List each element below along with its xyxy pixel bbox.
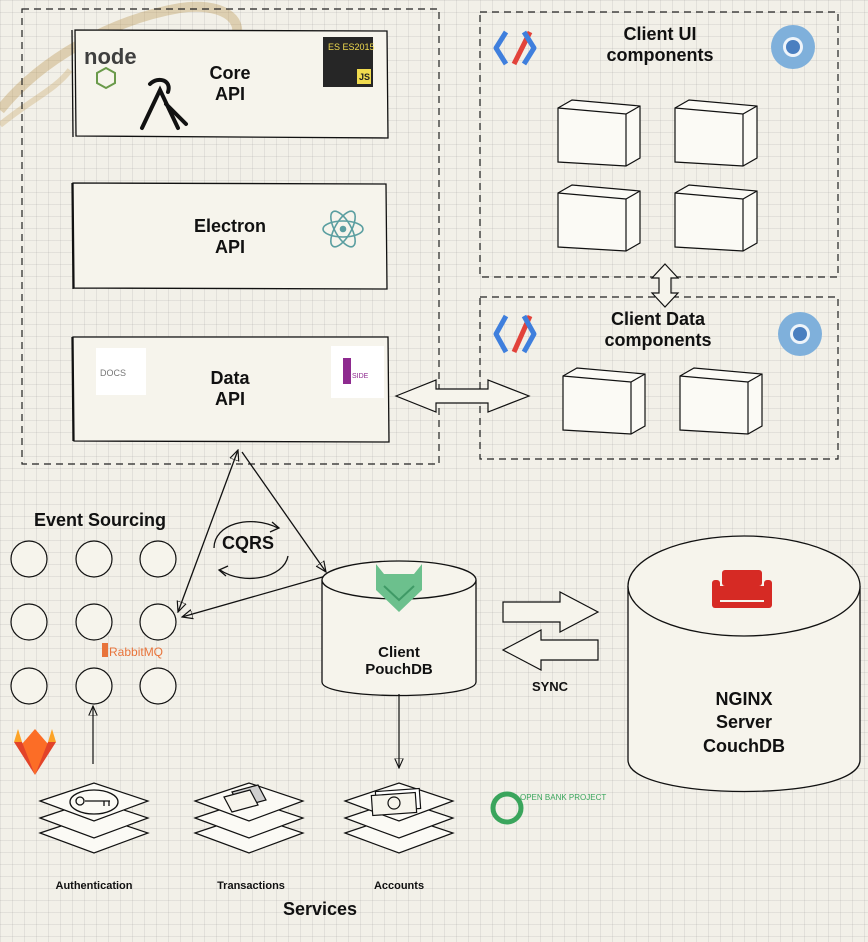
client-ui-label-line2: components bbox=[606, 44, 714, 65]
data-api-double-arrow bbox=[394, 379, 531, 413]
core-api-label: Core API bbox=[185, 63, 275, 104]
couchdb-logo bbox=[712, 570, 772, 608]
couchdb-label-line3: CouchDB bbox=[703, 735, 785, 756]
nodejs-logo: node bbox=[84, 44, 137, 90]
electron-api-label: Electron API bbox=[175, 216, 285, 257]
cqrs-arrow-left bbox=[182, 575, 327, 617]
data-api-label-line1: Data bbox=[210, 368, 250, 388]
client-ui-label-line1: Client UI bbox=[623, 24, 697, 44]
services-title: Services bbox=[282, 899, 358, 919]
coffee-stain bbox=[0, 1, 242, 128]
money-icon bbox=[370, 787, 422, 817]
svg-text:SIDE: SIDE bbox=[352, 373, 369, 380]
ui-data-double-arrow bbox=[650, 263, 680, 308]
ui-component-cube bbox=[557, 184, 641, 252]
data-component-cube bbox=[562, 367, 646, 435]
svg-text:DOCS: DOCS bbox=[100, 368, 126, 378]
data-api-label: Data API bbox=[185, 368, 275, 409]
service-label-authentication: Authentication bbox=[55, 880, 133, 892]
ui-component-cube bbox=[674, 99, 758, 167]
service-label-accounts: Accounts bbox=[373, 880, 425, 892]
sync-label: SYNC bbox=[531, 679, 569, 694]
cqrs-label: CQRS bbox=[221, 533, 274, 553]
openbank-logo: OPEN BANK PROJECT bbox=[490, 791, 606, 825]
data-docs-logo: DOCS bbox=[96, 348, 146, 395]
data-api-label-line2: API bbox=[214, 388, 245, 409]
chromium-logo bbox=[778, 312, 822, 356]
chromium-logo bbox=[771, 25, 815, 69]
koa-logo-icon bbox=[140, 77, 188, 130]
client-data-label-line2: components bbox=[604, 329, 712, 350]
ui-component-cube bbox=[557, 99, 641, 167]
pouchdb-label-line2: PouchDB bbox=[365, 661, 433, 679]
cqrs-arrow-right bbox=[241, 451, 326, 572]
pouchdb-logo bbox=[376, 564, 422, 612]
data-side-logo: SIDE bbox=[331, 346, 384, 398]
gitlab-logo bbox=[14, 729, 56, 775]
client-data-label-line1: Client Data bbox=[610, 309, 706, 329]
cqrs-cycle-icon bbox=[213, 520, 289, 579]
authentication-stack bbox=[39, 782, 149, 854]
core-api-label-line2: API bbox=[214, 83, 245, 104]
service-label-transactions: Transactions bbox=[217, 880, 285, 892]
svg-text:ES ES2015: ES ES2015 bbox=[328, 42, 375, 52]
svg-text:RabbitMQ: RabbitMQ bbox=[109, 645, 163, 659]
core-api-label-line1: Core bbox=[209, 63, 251, 83]
cqrs-arrow-up bbox=[178, 450, 238, 612]
electron-api-box bbox=[71, 182, 388, 290]
client-data-label: Client Data components bbox=[578, 309, 738, 350]
svg-text:node: node bbox=[84, 44, 137, 69]
credit-card-icon bbox=[223, 784, 267, 813]
couchdb-label: NGINX Server CouchDB bbox=[680, 688, 808, 758]
es2015-logo: ES ES2015 JS bbox=[323, 37, 375, 87]
pouchdb-label-line1: Client bbox=[378, 644, 420, 661]
event-sourcing-label: Event Sourcing bbox=[33, 510, 167, 530]
sync-arrow-left bbox=[501, 629, 599, 671]
data-api-box bbox=[71, 336, 390, 443]
svg-text:OPEN BANK PROJECT: OPEN BANK PROJECT bbox=[520, 793, 606, 802]
data-component-cube bbox=[679, 367, 763, 435]
electron-api-label-line2: API bbox=[214, 236, 245, 257]
couchdb-label-line2: Server bbox=[715, 712, 773, 733]
electron-api-label-line1: Electron bbox=[193, 216, 267, 236]
electron-atom-icon bbox=[322, 210, 364, 248]
pouchdb-label: Client PouchDB bbox=[339, 644, 459, 679]
sync-arrow-right bbox=[502, 591, 600, 633]
ui-component-cube bbox=[674, 184, 758, 252]
polymer-logo bbox=[493, 314, 537, 354]
couchdb-label-line1: NGINX bbox=[715, 689, 773, 709]
client-ui-label: Client UI components bbox=[580, 24, 740, 65]
event-grid bbox=[10, 540, 177, 705]
client-data-container bbox=[479, 296, 839, 460]
polymer-logo bbox=[493, 30, 537, 66]
rabbitmq-logo: RabbitMQ bbox=[102, 643, 163, 659]
svg-text:JS: JS bbox=[359, 72, 370, 82]
key-icon bbox=[69, 789, 119, 815]
